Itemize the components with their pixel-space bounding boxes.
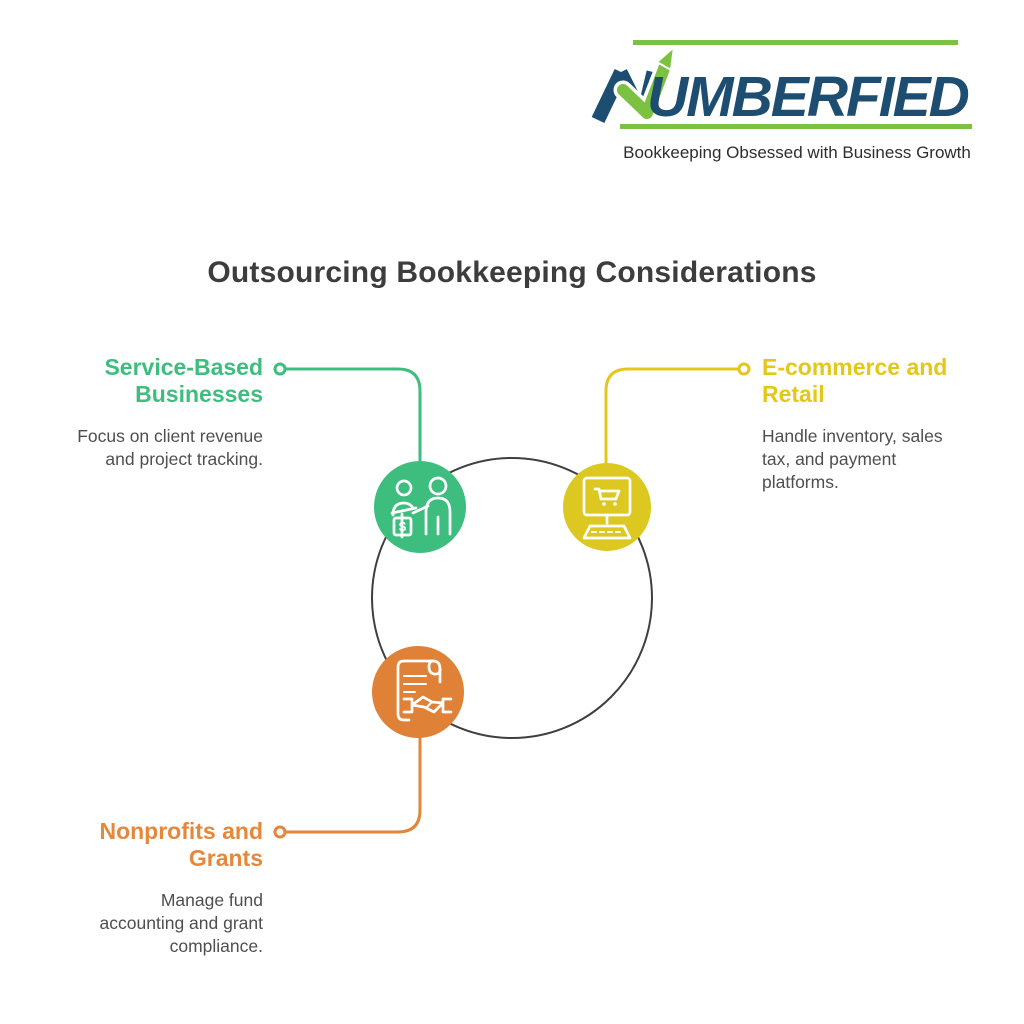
connector-service — [273, 362, 422, 472]
node-block-service: Service-Based Businesses Focus on client… — [33, 354, 263, 471]
node-desc-ecommerce: Handle inventory, sales tax, and payment… — [762, 426, 943, 492]
connector-dot-service — [273, 362, 287, 376]
scroll-handshake-icon — [396, 659, 453, 722]
brand-logo: UMBERFIED Bookkeeping Obsessed with Busi… — [585, 36, 985, 171]
brand-logo-graphic: UMBERFIED — [591, 40, 972, 129]
connector-ecommerce — [604, 362, 751, 472]
cycle-ring — [371, 457, 653, 739]
connector-nonprofit — [273, 728, 422, 839]
page-title: Outsourcing Bookkeeping Considerations — [207, 256, 817, 289]
node-label-ecommerce: E-commerce and Retail — [762, 354, 948, 407]
node-desc-service: Focus on client revenue and project trac… — [77, 426, 263, 469]
logo-top-rule — [633, 40, 958, 45]
brand-name: UMBERFIED — [647, 65, 969, 129]
logo-bottom-rule — [620, 124, 972, 129]
node-block-ecommerce: E-commerce and Retail Handle inventory, … — [762, 354, 974, 494]
people-dollar-icon: $ — [390, 476, 452, 539]
dollar-glyph: $ — [399, 519, 407, 534]
node-label-nonprofit: Nonprofits and Grants — [99, 818, 263, 871]
node-desc-nonprofit: Manage fund accounting and grant complia… — [99, 890, 263, 956]
node-circle-service — [374, 461, 466, 553]
growth-arrow-icon — [613, 44, 677, 123]
node-block-nonprofit: Nonprofits and Grants Manage fund accoun… — [33, 818, 263, 958]
connector-dot-nonprofit — [273, 825, 287, 839]
node-label-service: Service-Based Businesses — [104, 354, 263, 407]
monitor-cart-icon — [582, 476, 632, 540]
connector-dot-ecommerce — [737, 362, 751, 376]
brand-tagline: Bookkeeping Obsessed with Business Growt… — [623, 143, 971, 162]
